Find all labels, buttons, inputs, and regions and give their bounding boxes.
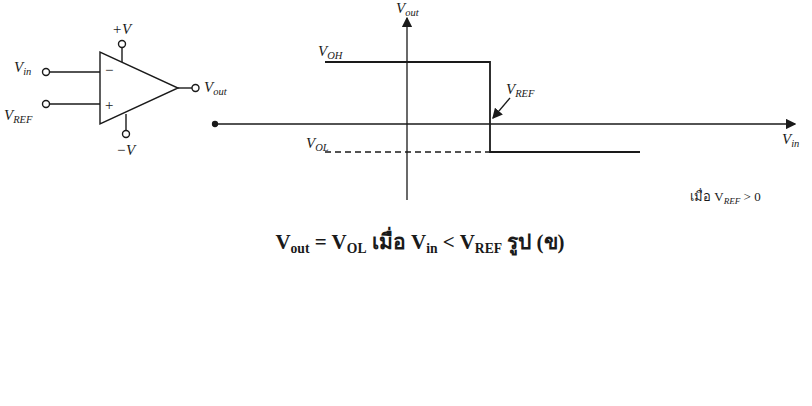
note: เมื่อ VREF > 0 — [690, 190, 761, 206]
supply-label: +V — [112, 22, 131, 37]
level-label: VOH — [318, 44, 342, 62]
signal-name: VREF — [4, 108, 32, 126]
figure-caption: Vout = VOL เมื่อ Vin < VREF รูป (ข) — [275, 232, 564, 256]
pin-sign: − — [104, 63, 114, 78]
supply-label: −V — [116, 143, 135, 158]
pin-sign: + — [104, 98, 114, 113]
level-label: VOL — [306, 136, 329, 154]
transfer-graph — [213, 18, 796, 200]
axis-label: Vout — [396, 1, 419, 19]
axis-label: Vin — [782, 132, 799, 150]
signal-name: Vout — [204, 80, 227, 98]
signal-name: Vin — [14, 60, 31, 78]
opamp-symbol — [100, 52, 178, 124]
callout-label: VREF — [506, 82, 534, 100]
